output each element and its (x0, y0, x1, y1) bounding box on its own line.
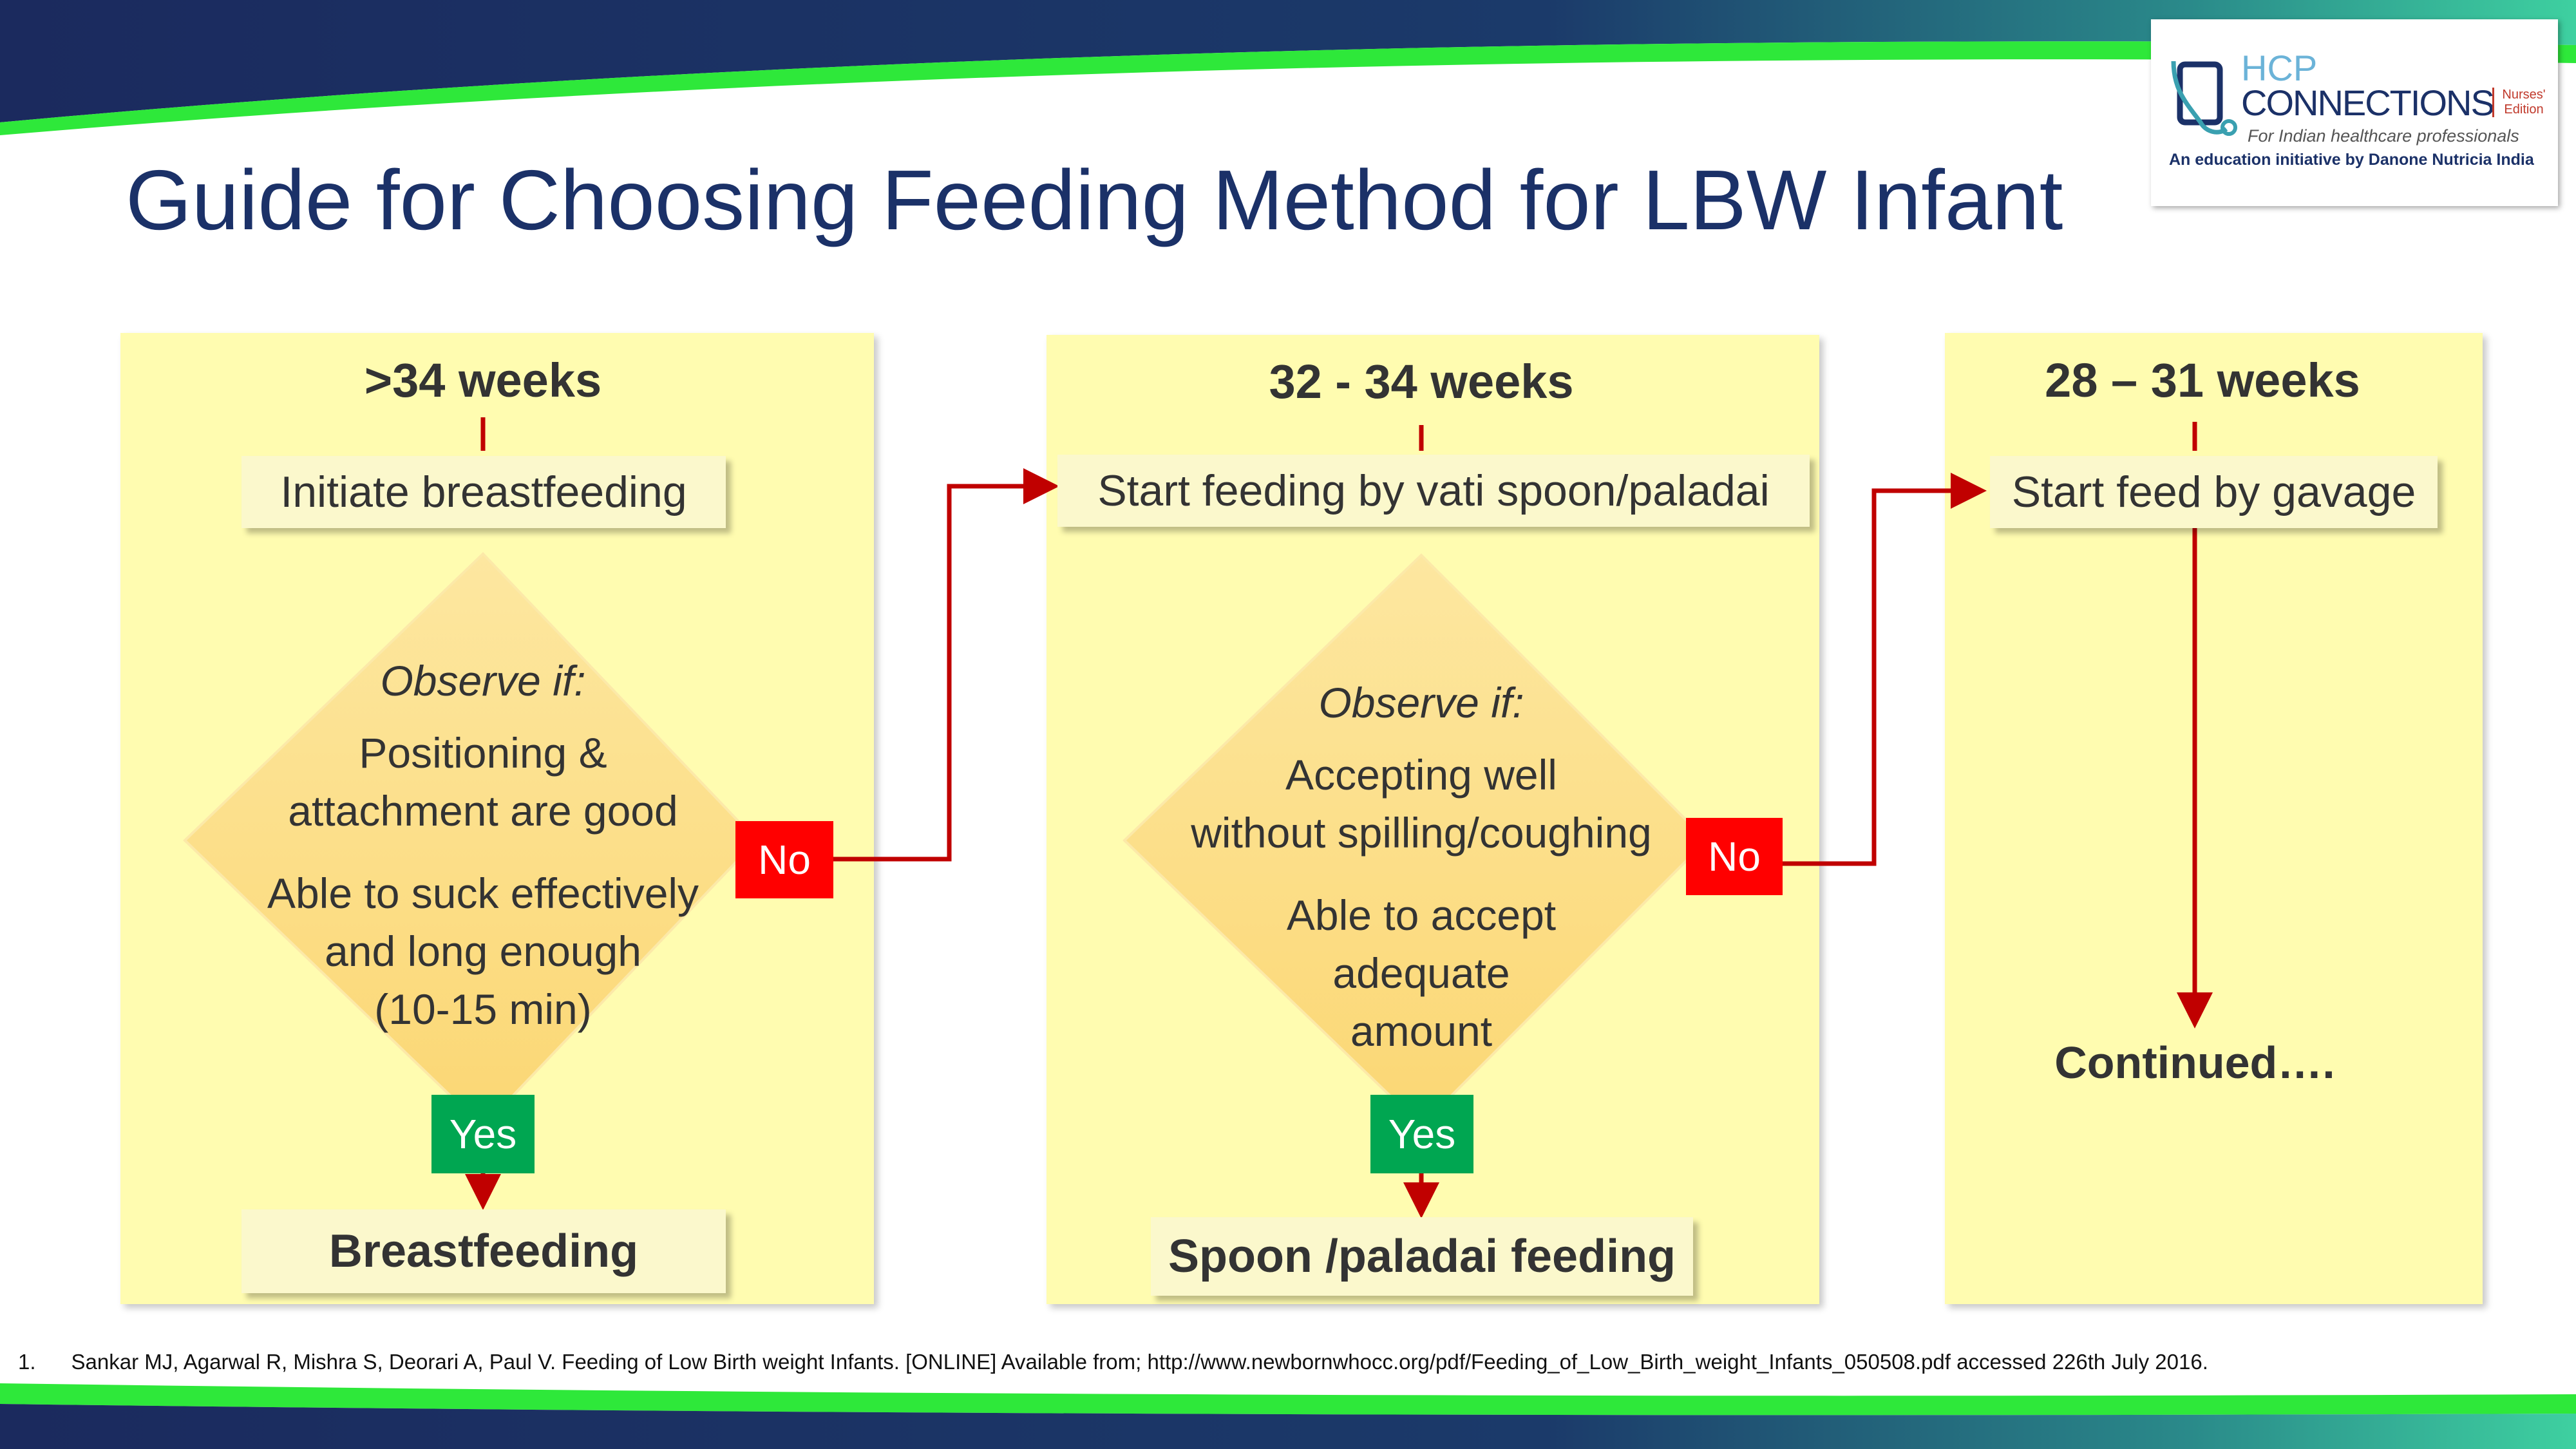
column-3-heading: 28 – 31 weeks (2045, 354, 2360, 407)
reference-footnote: 1. Sankar MJ, Agarwal R, Mishra S, Deora… (18, 1350, 2208, 1374)
column-3-action-box: Start feed by gavage (1990, 456, 2438, 528)
column-1-criteria: Observe if: Positioning & attachment are… (225, 652, 741, 1038)
column-2-criteria: Observe if: Accepting well without spill… (1132, 674, 1711, 1060)
logo-edition-line2: Edition (2504, 102, 2544, 117)
stethoscope-tablet-icon (2171, 61, 2237, 136)
top-band (0, 0, 2576, 122)
column-1-criterion-2b: and long enough (325, 927, 641, 975)
column-2-observe-label: Observe if: (1318, 679, 1524, 726)
column-2-no-tag: No (1686, 818, 1783, 895)
column-1-outcome-box: Breastfeeding (242, 1209, 726, 1293)
column-1-criterion-2c: (10-15 min) (374, 985, 592, 1033)
page-title: Guide for Choosing Feeding Method for LB… (126, 153, 2063, 247)
logo-initiative: An education initiative by Danone Nutric… (2169, 151, 2534, 169)
column-1-action-box: Initiate breastfeeding (242, 456, 726, 528)
column-1-no-tag: No (735, 821, 833, 898)
column-2-criterion-2a: Able to accept (1286, 891, 1557, 939)
column-2-criterion-2c: amount (1350, 1007, 1493, 1055)
logo-tagline: For Indian healthcare professionals (2248, 126, 2519, 146)
logo-edition: Nurses' Edition (2492, 88, 2553, 117)
column-2-criterion-2b: adequate (1332, 949, 1510, 997)
column-1-criterion-1a: Positioning & (359, 729, 607, 777)
column-2-criterion-1b: without spilling/coughing (1191, 809, 1652, 857)
column-1-criterion-2a: Able to suck effectively (267, 869, 699, 917)
connector-no1-to-col2 (833, 468, 1059, 862)
column-3-continued: Continued…. (2054, 1037, 2335, 1088)
logo-edition-line1: Nurses' (2502, 88, 2546, 102)
column-2-criterion-1a: Accepting well (1285, 751, 1557, 799)
column-2-heading: 32 - 34 weeks (1269, 355, 1574, 408)
column-1-criterion-1b: attachment are good (288, 787, 678, 835)
logo-connections: CONNECTIONS (2241, 82, 2495, 123)
column-1-observe-label: Observe if: (380, 657, 586, 705)
column-1-yes-tag: Yes (431, 1095, 535, 1173)
column-1-heading: >34 weeks (364, 354, 602, 407)
column-2-action-box: Start feeding by vati spoon/paladai (1057, 455, 1810, 527)
column-2-outcome-box: Spoon /paladai feeding (1151, 1217, 1693, 1296)
bottom-green-stripe (0, 1383, 2576, 1416)
hcp-connections-logo: HCP CONNECTIONS Nurses' Edition For Indi… (2151, 19, 2558, 206)
column-2-yes-tag: Yes (1370, 1095, 1473, 1173)
logo-hcp: HCP (2241, 48, 2318, 88)
connector-no2-to-col3 (1782, 473, 1987, 866)
bottom-band (0, 1404, 2576, 1449)
